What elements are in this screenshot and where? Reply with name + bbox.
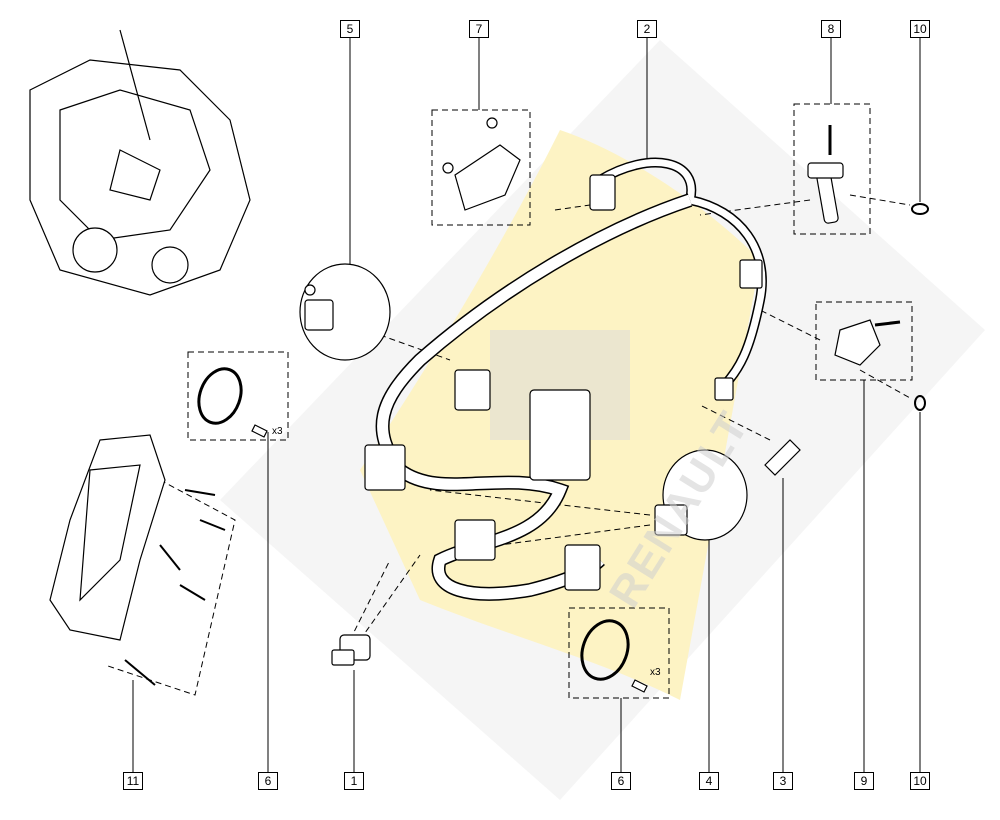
quantity-label-6a: x3 bbox=[272, 426, 283, 437]
sensor-part-8 bbox=[807, 125, 844, 224]
bracket-part-7 bbox=[442, 117, 521, 211]
quantity-label-6b: x3 bbox=[650, 667, 661, 678]
callout-11[interactable]: 11 bbox=[123, 772, 143, 790]
callout-9[interactable]: 9 bbox=[854, 772, 874, 790]
valve-body-part-11 bbox=[49, 434, 226, 686]
callout-10-bottom[interactable]: 10 bbox=[910, 772, 930, 790]
box-part-7 bbox=[431, 109, 531, 226]
box-part-9 bbox=[815, 301, 913, 381]
sensor-part-1 bbox=[331, 634, 371, 666]
callout-8[interactable]: 8 bbox=[821, 20, 841, 38]
o-ring-part-10a bbox=[911, 203, 929, 215]
o-ring-part-10b bbox=[914, 395, 926, 411]
callout-6-right[interactable]: 6 bbox=[611, 772, 631, 790]
callout-3[interactable]: 3 bbox=[773, 772, 793, 790]
o-ring-part-6a bbox=[197, 367, 243, 425]
bolt-icon bbox=[251, 424, 268, 438]
actuator-part-4 bbox=[654, 449, 748, 541]
wiring-harness-part-2 bbox=[364, 157, 767, 601]
callout-10-top[interactable]: 10 bbox=[910, 20, 930, 38]
box-part-8 bbox=[793, 103, 871, 235]
transmission-assembly bbox=[29, 29, 251, 296]
bolt-icon bbox=[631, 679, 648, 693]
callout-7[interactable]: 7 bbox=[469, 20, 489, 38]
callout-5[interactable]: 5 bbox=[340, 20, 360, 38]
watermark-logo-block bbox=[490, 330, 630, 440]
actuator-part-5 bbox=[299, 263, 391, 361]
sensor-part-3 bbox=[764, 439, 801, 476]
box-part-6b bbox=[568, 607, 670, 699]
callout-1[interactable]: 1 bbox=[344, 772, 364, 790]
callout-2[interactable]: 2 bbox=[637, 20, 657, 38]
callout-4[interactable]: 4 bbox=[699, 772, 719, 790]
box-part-6a bbox=[187, 351, 289, 441]
sensor-part-9 bbox=[834, 319, 901, 366]
o-ring-part-6b bbox=[580, 619, 630, 681]
callout-6-left[interactable]: 6 bbox=[258, 772, 278, 790]
